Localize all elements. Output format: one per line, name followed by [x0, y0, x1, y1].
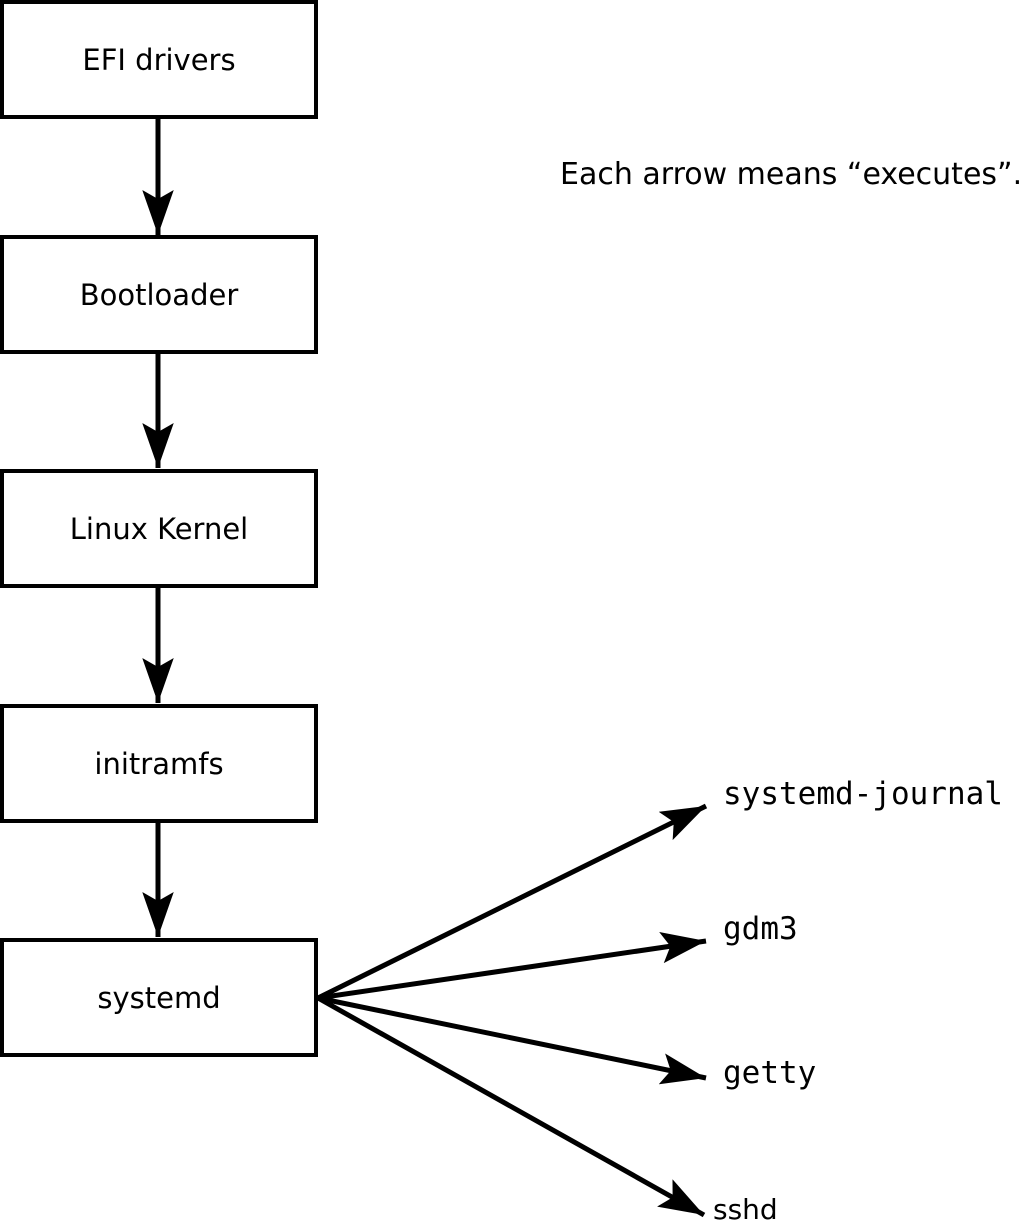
node-label: EFI drivers: [82, 42, 236, 77]
arrow-systemd-to-gdm3: [317, 931, 707, 1001]
label-systemd-journal: systemd-journal: [723, 776, 1003, 812]
legend-note: Each arrow means “executes”.: [560, 157, 1023, 192]
node-efi-drivers: EFI drivers: [0, 0, 318, 119]
label-getty: getty: [723, 1055, 817, 1091]
node-label: initramfs: [94, 746, 224, 781]
node-label: Bootloader: [79, 277, 239, 312]
arrow-systemd-to-journal: [316, 803, 708, 1001]
arrow-systemd-to-sshd: [316, 995, 706, 1218]
node-label: Linux Kernel: [69, 511, 249, 546]
node-initramfs: initramfs: [0, 704, 318, 823]
node-bootloader: Bootloader: [0, 235, 318, 354]
node-systemd: systemd: [0, 938, 318, 1057]
node-label: systemd: [97, 980, 221, 1015]
label-gdm3: gdm3: [723, 911, 798, 947]
node-linux-kernel: Linux Kernel: [0, 469, 318, 588]
label-sshd: sshd: [713, 1193, 778, 1226]
arrow-systemd-to-getty: [317, 995, 707, 1085]
